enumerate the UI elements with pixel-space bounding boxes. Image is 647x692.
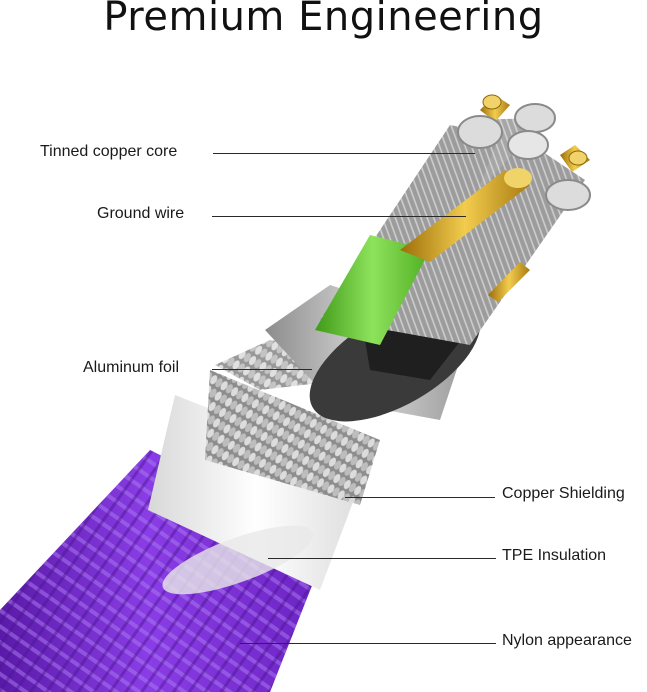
- strand-ends: [457, 94, 591, 211]
- leader-tpe-insulation: [268, 558, 496, 559]
- label-copper-shielding: Copper Shielding: [502, 485, 625, 502]
- page-title: Premium Engineering: [103, 0, 544, 40]
- leader-ground-wire: [212, 216, 466, 217]
- leader-copper-shielding: [345, 497, 495, 498]
- green-wire: [315, 235, 430, 345]
- label-tinned-copper-core: Tinned copper core: [40, 143, 178, 160]
- tpe-insulation-layer: [148, 395, 365, 595]
- label-aluminum-foil: Aluminum foil: [83, 359, 180, 376]
- label-nylon-appearance: Nylon appearance: [502, 632, 632, 649]
- label-tpe-insulation: TPE Insulation: [502, 547, 607, 564]
- label-ground-wire: Ground wire: [97, 205, 185, 222]
- leader-nylon-appearance: [240, 643, 496, 644]
- leader-tinned-copper-core: [213, 153, 475, 154]
- leader-aluminum-foil: [212, 369, 312, 370]
